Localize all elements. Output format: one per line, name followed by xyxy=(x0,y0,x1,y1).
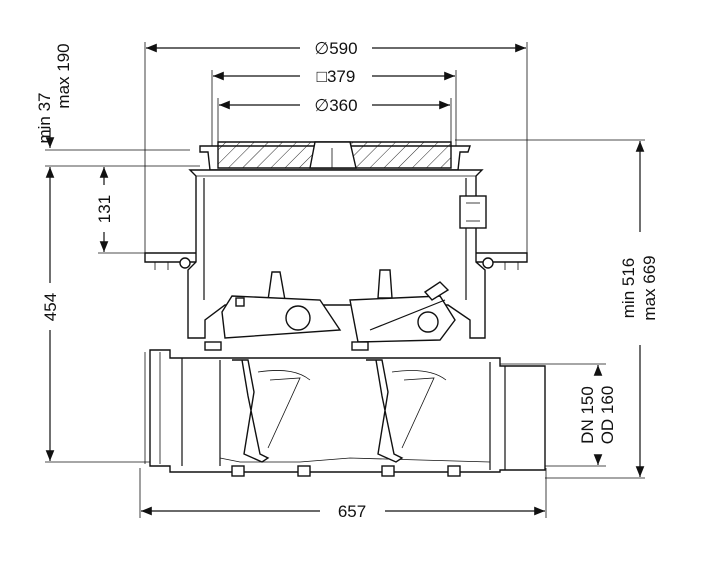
pipe-od-label: OD 160 xyxy=(598,386,617,445)
flap-left xyxy=(232,359,311,463)
dimension-cover-diameter: ∅360 xyxy=(217,96,452,150)
frame-square-label: □379 xyxy=(317,67,356,86)
dimension-frame-square: □379 xyxy=(211,67,457,150)
body-height-label: 454 xyxy=(41,293,60,321)
total-height-max-label: max 669 xyxy=(640,255,659,320)
flap-right xyxy=(366,359,447,463)
dimension-adjustment: min 37 max 190 xyxy=(35,43,190,151)
adjust-min-label: min 37 xyxy=(35,92,54,143)
frame-flange xyxy=(144,252,528,270)
upper-housing xyxy=(187,169,487,339)
dimension-pipe: DN 150 OD 160 xyxy=(500,363,617,467)
pipe-body xyxy=(144,349,546,477)
dimension-total-height: min 516 max 669 xyxy=(455,139,659,479)
dimension-upper-height: 131 xyxy=(95,167,185,254)
cover xyxy=(199,141,471,171)
total-height-min-label: min 516 xyxy=(619,258,638,318)
dimension-body-height: 454 xyxy=(41,165,200,463)
dimension-overall-length: 657 xyxy=(139,468,547,521)
pipe-dn-label: DN 150 xyxy=(578,386,597,444)
adjust-max-label: max 190 xyxy=(54,43,73,108)
dimension-overall-diameter: ∅590 xyxy=(144,39,528,260)
backwater-valve-drawing xyxy=(144,141,546,477)
overall-diameter-label: ∅590 xyxy=(314,39,357,58)
valve-mechanism xyxy=(204,269,456,351)
upper-height-label: 131 xyxy=(95,195,114,223)
cover-diameter-label: ∅360 xyxy=(314,96,357,115)
overall-length-label: 657 xyxy=(338,502,366,521)
